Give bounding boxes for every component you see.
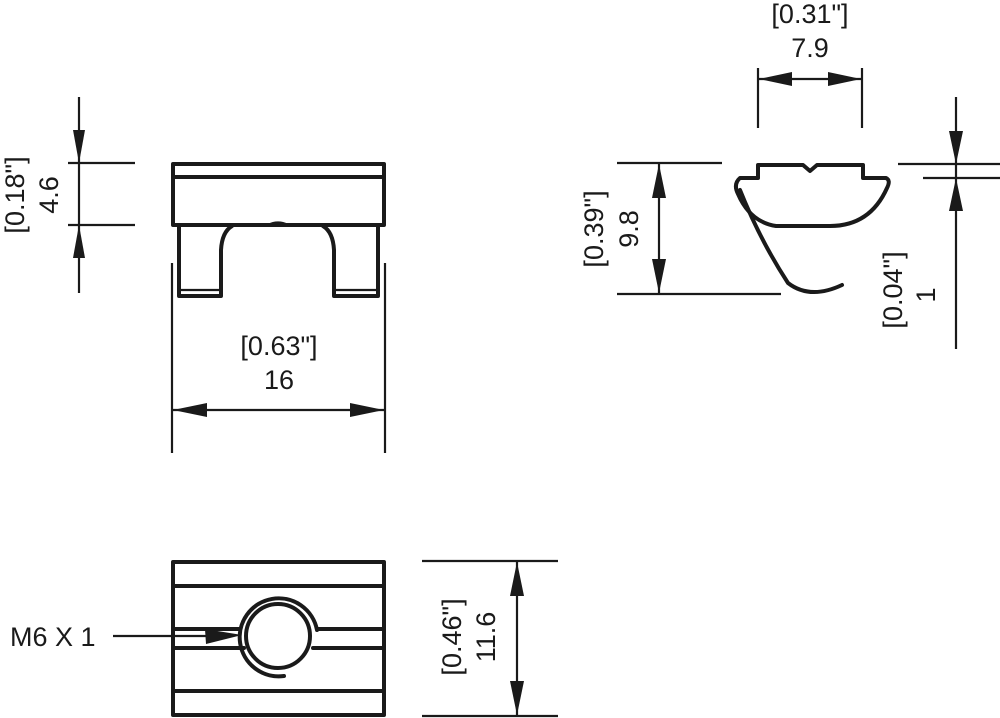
- dim-side-height: [0.39"] 9.8: [579, 161, 781, 296]
- bottom-body: [171, 560, 386, 717]
- dim-side-height-mm: 9.8: [614, 210, 644, 248]
- dim-front-height-mm: 4.6: [34, 176, 64, 214]
- dim-bottom-depth-inch: [0.46"]: [437, 598, 467, 675]
- side-profile-head: [733, 163, 891, 228]
- bottom-view: [171, 560, 386, 717]
- dim-side-thickness-inch: [0.04"]: [878, 251, 908, 328]
- front-left-leg: [177, 223, 234, 298]
- dim-bottom-depth-mm: 11.6: [471, 612, 501, 663]
- dim-side-thickness: [0.04"] 1: [878, 97, 1000, 349]
- dim-front-width-inch: [0.63"]: [240, 331, 317, 361]
- dim-side-height-inch: [0.39"]: [579, 190, 609, 267]
- side-view: [733, 163, 891, 294]
- front-right-leg: [321, 223, 380, 298]
- arrow-right: [350, 403, 384, 417]
- thread-callout-label: M6 X 1: [10, 622, 96, 652]
- dim-bottom-depth: [0.46"] 11.6: [422, 559, 558, 718]
- side-profile-spring: [738, 188, 844, 294]
- dim-side-thickness-mm: 1: [911, 287, 941, 302]
- dim-side-top-width-mm: 7.9: [791, 33, 829, 63]
- thread-hole: [244, 602, 312, 670]
- thread-callout: M6 X 1: [10, 622, 242, 652]
- dim-side-top-width-inch: [0.31"]: [771, 0, 848, 29]
- dim-front-height-inch: [0.18"]: [0, 156, 30, 233]
- dim-front-width-mm: 16: [264, 365, 294, 395]
- front-bump: [267, 221, 289, 226]
- arrow-left: [173, 403, 207, 417]
- dim-front-height: [0.18"] 4.6: [0, 97, 135, 293]
- dim-front-width: [0.63"] 16: [170, 263, 387, 453]
- front-view: [171, 162, 386, 298]
- front-body: [171, 162, 386, 227]
- dim-side-top-width: [0.31"] 7.9: [756, 0, 864, 128]
- thread-arc: [237, 596, 319, 679]
